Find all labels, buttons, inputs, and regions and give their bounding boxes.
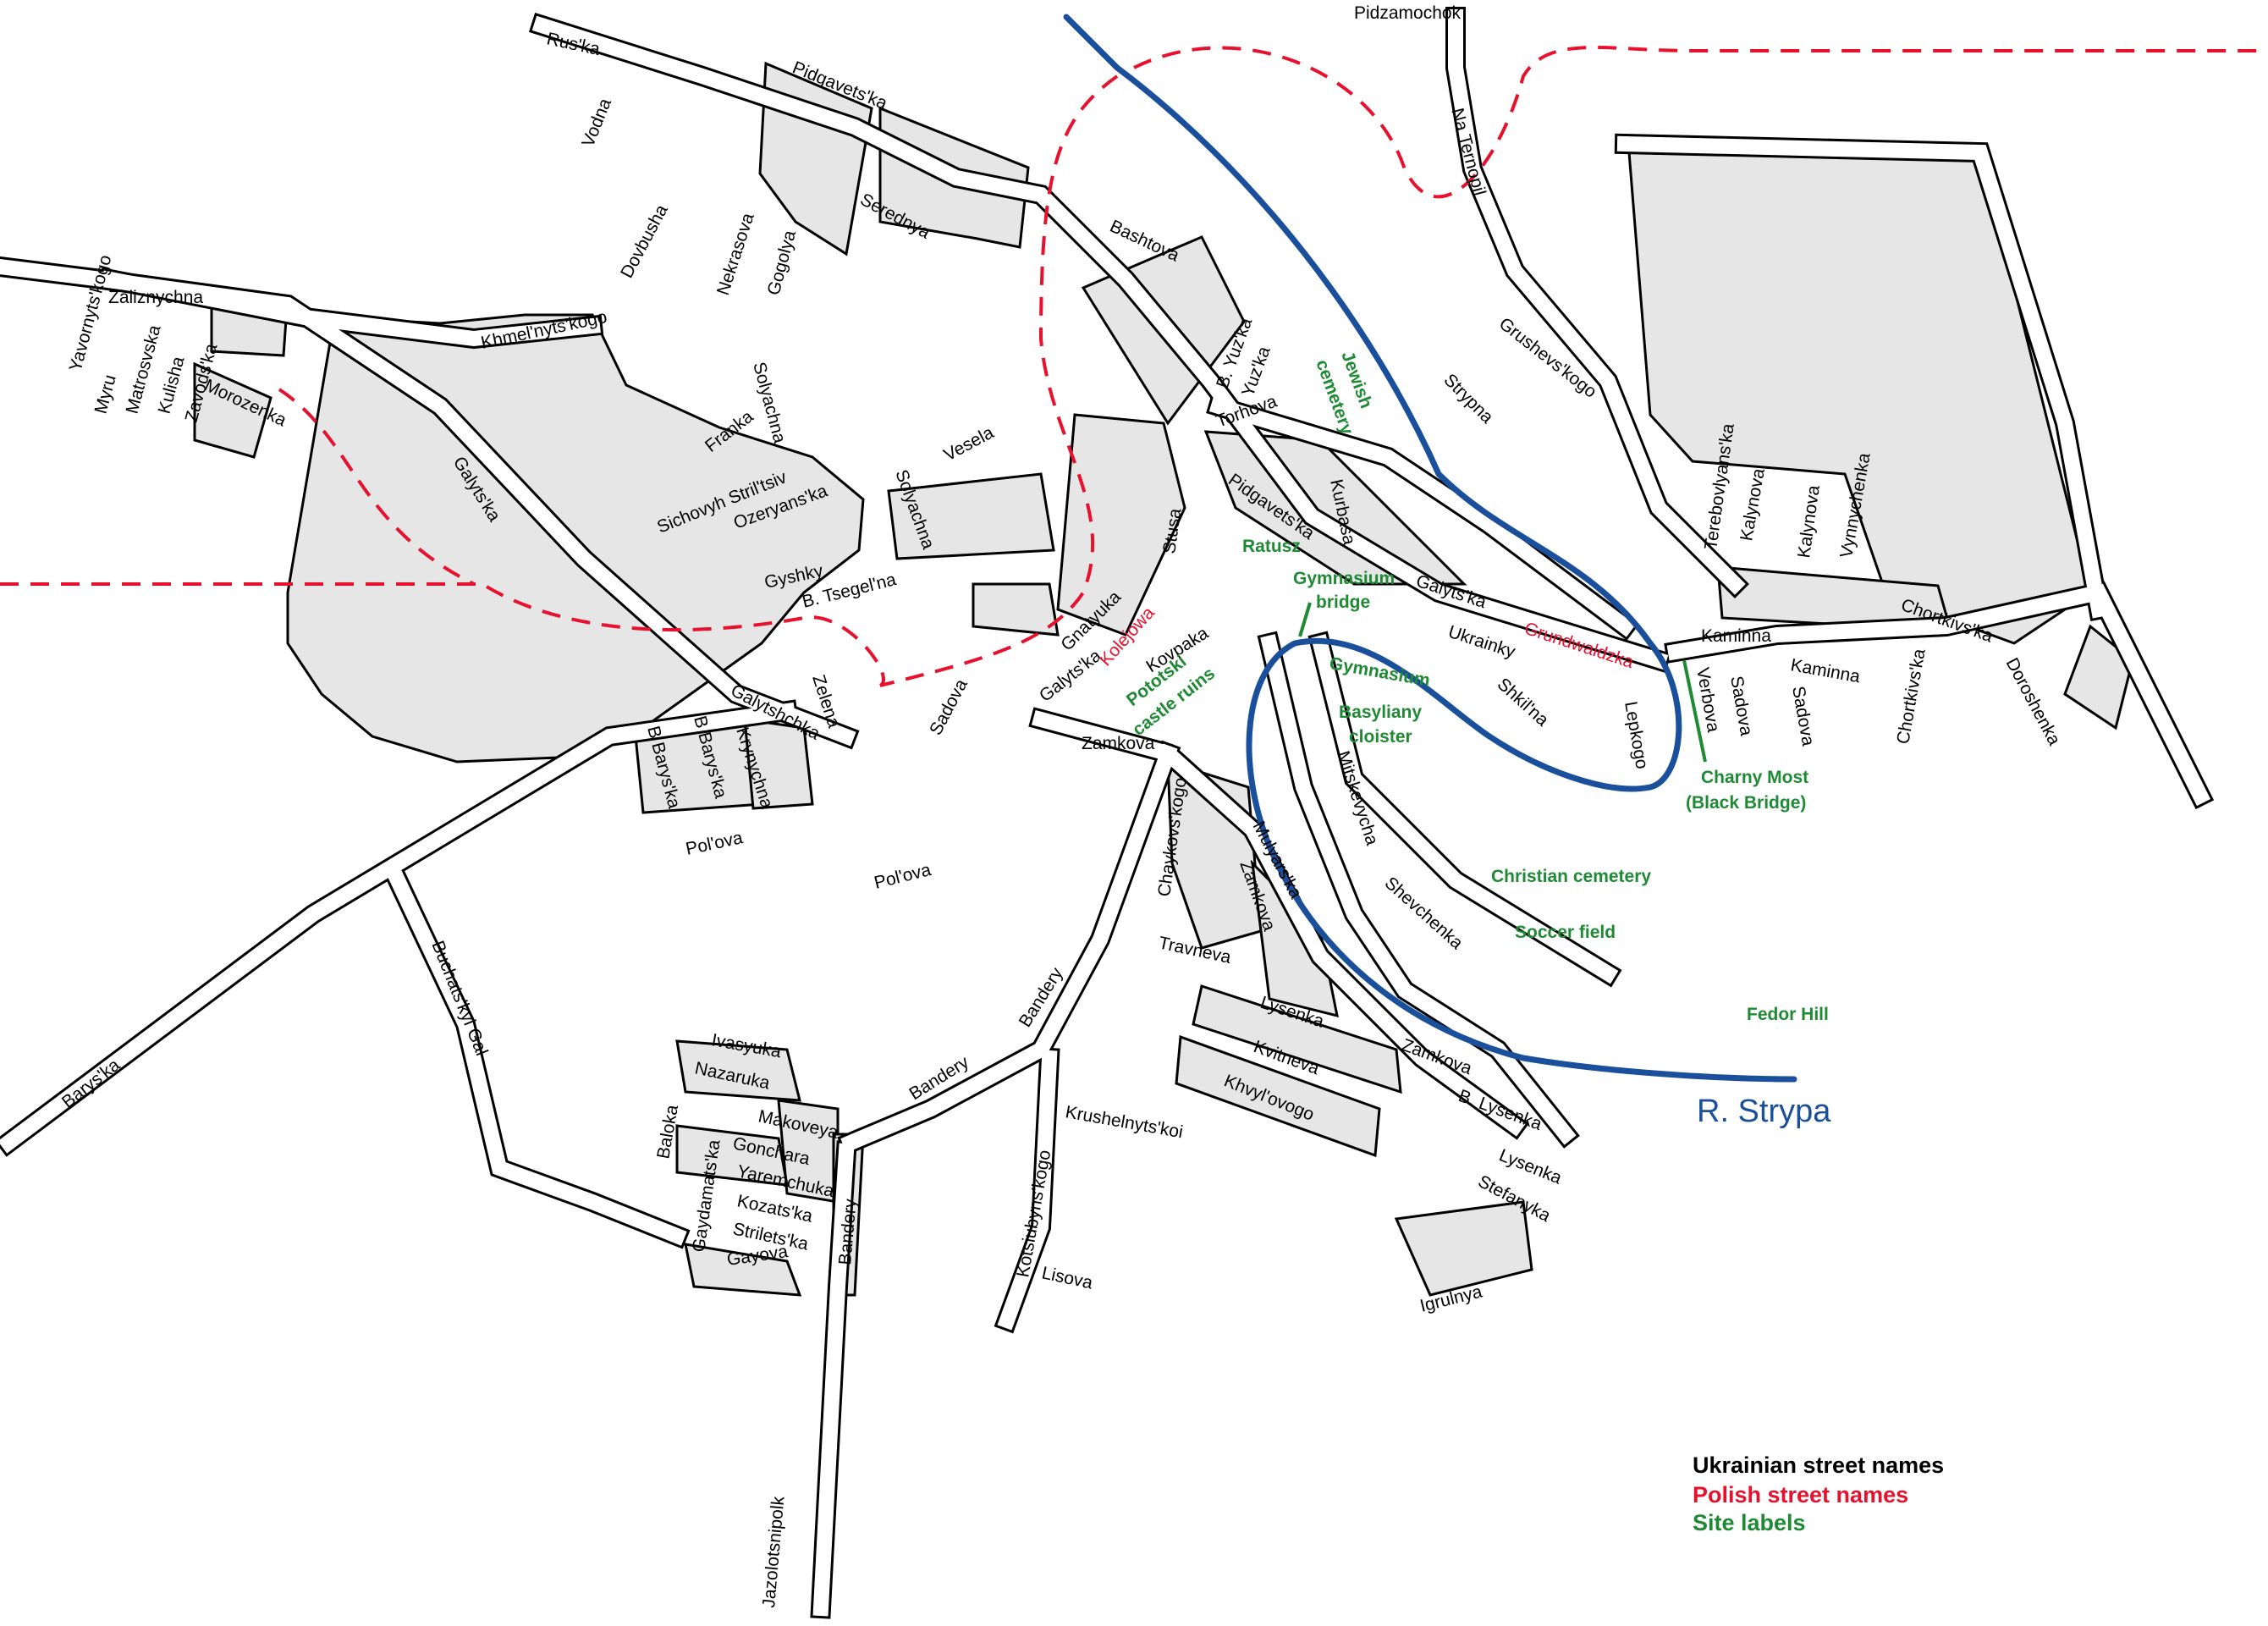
boundary-center — [879, 74, 1119, 687]
block-center-2 — [887, 472, 1055, 560]
site-label-gymnasium-bridge: Gymnasium — [1293, 569, 1395, 588]
block-morozenka — [193, 361, 272, 459]
river-strypa-line — [1063, 14, 1797, 1083]
boundary-west — [0, 582, 885, 687]
road-zamkova — [1031, 709, 1526, 1137]
legend-item-polish: Polish street names — [1693, 1482, 1908, 1507]
street-label: Doroshenka — [2002, 655, 2065, 749]
road-pidgavets — [531, 15, 1669, 670]
site-label-basyliany-cloister: cloister — [1349, 727, 1412, 747]
street-label: Nekrasova — [713, 211, 758, 298]
river-strypa — [1063, 14, 1797, 1083]
block-east-large — [1627, 151, 2092, 645]
site-label-charny-most: Charny Most — [1701, 768, 1808, 787]
road-buchats — [388, 870, 687, 1246]
street-label: Jazolotsnipolk — [759, 1496, 788, 1609]
street-label: Zamkova — [1082, 734, 1155, 753]
block-gonchara — [675, 1124, 789, 1187]
street-label: Lepkogo — [1621, 700, 1652, 770]
block-lysenka — [1192, 984, 1402, 1094]
street-label: Kulisha — [155, 355, 189, 416]
street-label: Kalynova — [1794, 484, 1824, 559]
block-south-hill — [1394, 1200, 1533, 1297]
site-label-soccer-field: Soccer field — [1515, 923, 1616, 942]
road-barys — [0, 702, 796, 1154]
street-label: Krushelnyts'koi — [1064, 1102, 1184, 1142]
block-stusa — [1056, 413, 1186, 637]
boundary-north — [1133, 46, 2268, 199]
road-mulyarska — [1260, 634, 1577, 1145]
legend-item-site: Site labels — [1693, 1510, 1806, 1535]
road-torhova — [1208, 396, 1636, 637]
charny-most-bridge-mark — [1682, 659, 1707, 763]
block-kvitneva — [1175, 1034, 1381, 1158]
bridges — [1298, 602, 1707, 763]
street-label: Chortkivs'ka — [1893, 648, 1929, 746]
street-label: Vodna — [578, 96, 615, 150]
street-label: Kaminna — [1701, 626, 1771, 646]
site-label-christian-cemetery: Christian cemetery — [1491, 867, 1651, 886]
street-label: Barys'ka — [58, 1055, 124, 1111]
street-label: Vesela — [941, 422, 998, 465]
street-label: Solyachna — [749, 360, 790, 445]
block-krynychna — [743, 718, 814, 810]
legend-item-ukrainian: Ukrainian street names — [1693, 1452, 1944, 1478]
road-shevchenka — [1311, 634, 1619, 984]
block-gayova — [684, 1243, 802, 1297]
street-label: Myru — [91, 372, 120, 416]
street-label: Sadova — [1726, 675, 1756, 737]
road-east-n — [1616, 135, 2108, 619]
site-label-fedor-hill: Fedor Hill — [1747, 1005, 1829, 1024]
street-label: Zaliznychna — [108, 288, 203, 307]
road-network — [0, 9, 2211, 1617]
road-casing-bandery — [837, 740, 1181, 1156]
street-label: Kaminna — [1789, 655, 1862, 686]
street-label: Sadova — [926, 675, 972, 738]
street-label: Kalynova — [1737, 466, 1769, 542]
street-label: Pidzamochok — [1354, 3, 1462, 23]
site-label-ratusz: Ratusz — [1242, 537, 1301, 556]
road-galytska — [0, 258, 856, 747]
road-ternopil — [1448, 9, 1746, 595]
river-label: R. Strypa — [1697, 1094, 1831, 1129]
site-label-gymnasium-bridge: bridge — [1316, 593, 1370, 612]
site-label-basyliany-cloister: Basyliany — [1339, 703, 1422, 722]
street-label: Pol'ova — [684, 828, 745, 859]
street-label: Lysenka — [1496, 1145, 1565, 1188]
street-label: Sadova — [1788, 685, 1818, 747]
street-label: Shkil'na — [1494, 675, 1553, 730]
street-label: Dovbusha — [617, 201, 672, 282]
street-label: Na Ternopil — [1447, 106, 1489, 197]
road-south — [812, 1143, 855, 1617]
street-label: Pol'ova — [873, 860, 933, 893]
block-ivasyuka — [675, 1039, 801, 1102]
block-center-3 — [972, 582, 1060, 637]
road-kaminna — [1666, 583, 2211, 807]
historic-boundaries — [0, 46, 2268, 687]
street-label: Gogolya — [764, 228, 801, 297]
road-kotsiub — [997, 1050, 1058, 1331]
legend: Ukrainian street names Polish street nam… — [1693, 1452, 1944, 1535]
boundary-west-loop — [278, 388, 475, 586]
gymnasium-bridge-mark — [1298, 602, 1312, 637]
site-label-charny-most: (Black Bridge) — [1686, 793, 1806, 813]
road-khmel — [101, 270, 601, 347]
street-label: Lisova — [1040, 1263, 1094, 1293]
road-bandery — [840, 743, 1178, 1153]
street-label: Strypna — [1440, 370, 1497, 427]
street-label: Ukrainky — [1445, 622, 1517, 662]
